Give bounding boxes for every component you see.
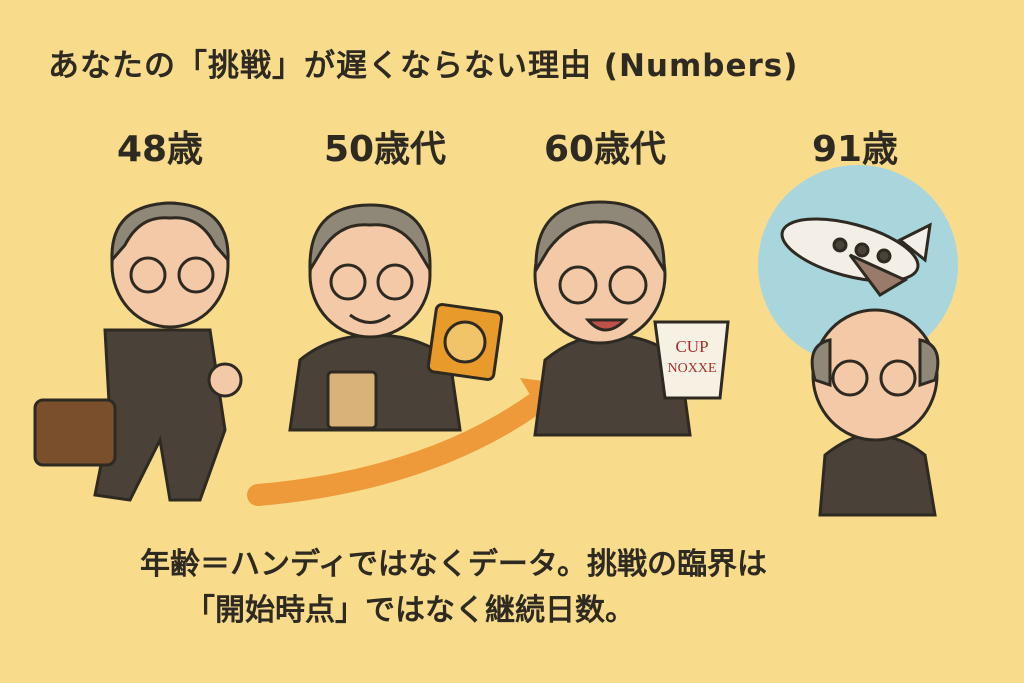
page-title: あなたの「挑戦」が遅くならない理由 (Numbers) (48, 48, 799, 84)
age-label-91: 91歳 (811, 129, 899, 170)
cup-label-line2: NOXXE (668, 361, 717, 376)
elderly-man-with-airplane-thought-icon (758, 165, 958, 517)
age-label-48: 48歳 (116, 129, 204, 170)
man-with-cup-noodle-icon (533, 200, 730, 437)
caption: 年齢＝ハンディではなくデータ。挑戦の臨界は 「開始時点」ではなく継続日数。 (140, 542, 767, 634)
age-label-50s: 50歳代 (323, 129, 447, 170)
age-label-60s: 60歳代 (543, 129, 667, 170)
walking-man-with-briefcase-icon (33, 201, 243, 502)
airplane-icon (780, 217, 932, 297)
growth-arrow-icon (247, 389, 551, 506)
caption-line2: 「開始時点」ではなく継続日数。 (185, 593, 635, 628)
man-with-food-package-icon (288, 203, 504, 432)
cup-label-line1: CUP (675, 337, 708, 356)
caption-line1: 年齢＝ハンディではなくデータ。挑戦の臨界は (140, 547, 767, 582)
